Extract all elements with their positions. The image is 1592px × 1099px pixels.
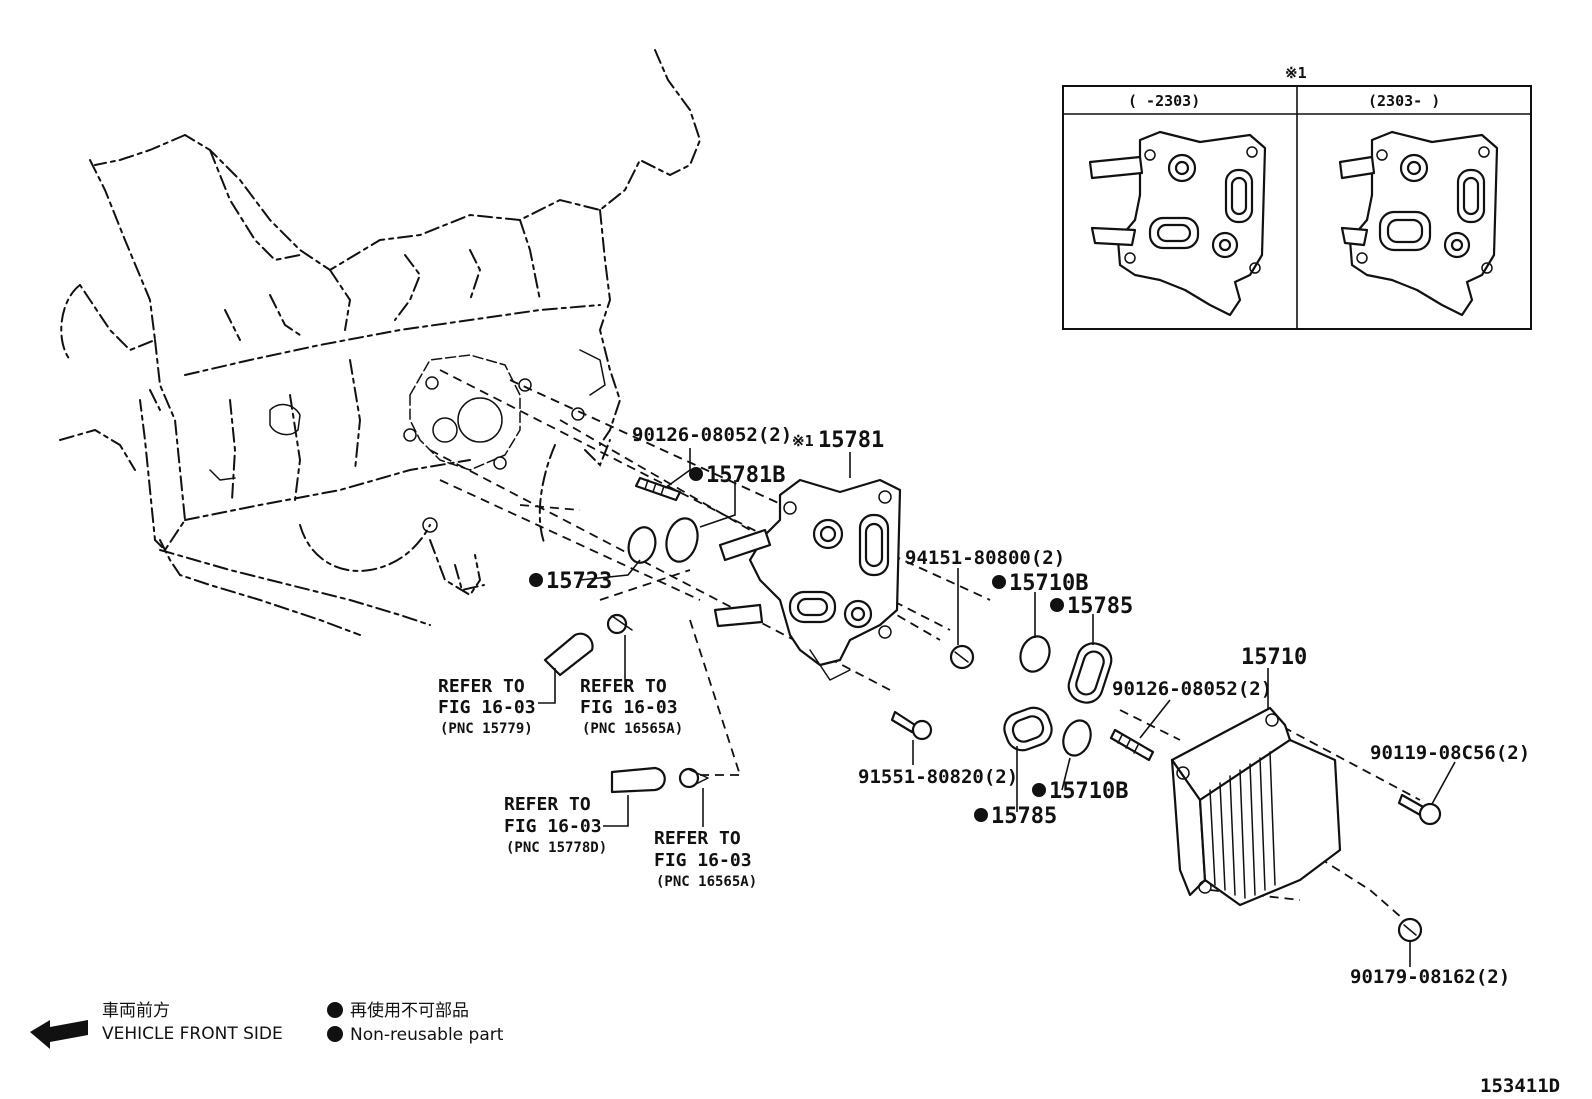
ref-3-line1: REFER TO — [504, 794, 591, 815]
gasket-15785-top — [1067, 642, 1113, 704]
legend: 車両前方 VEHICLE FRONT SIDE 再使用不可部品 Non-reus… — [30, 1000, 504, 1049]
label-15781-note-mark: ※1 — [792, 432, 814, 450]
label-90119: 90119-08C56(2) — [1370, 742, 1530, 764]
ref-4-line1: REFER TO — [654, 828, 741, 849]
label-15723: 15723 — [546, 569, 612, 594]
o-ring-15710B-top — [1019, 635, 1051, 673]
non-reusable-icon — [1032, 783, 1046, 797]
non-reusable-icon — [529, 573, 543, 587]
ref-4-line3: (PNC 16565A) — [656, 874, 757, 890]
label-90179: 90179-08162(2) — [1350, 966, 1510, 988]
label-15785-top: 15785 — [1067, 594, 1133, 619]
label-91551: 91551-80820(2) — [858, 766, 1018, 788]
ref-4-line2: FIG 16-03 — [654, 850, 752, 871]
legend-nonreuse-jp: 再使用不可部品 — [350, 1000, 469, 1021]
stud-90126-right — [1109, 728, 1155, 762]
o-ring-15781B — [665, 517, 699, 563]
label-15710: 15710 — [1241, 645, 1307, 670]
hose-15779 — [543, 632, 594, 677]
inset-col-right: (2303- ) — [1368, 92, 1440, 110]
label-90126-top: 90126-08052(2) — [632, 424, 792, 446]
bolt-90119 — [1397, 793, 1442, 826]
ref-1-line3: (PNC 15779) — [440, 721, 533, 737]
gasket-15785-bottom — [1003, 706, 1053, 752]
legend-front-en: VEHICLE FRONT SIDE — [102, 1024, 283, 1044]
inset-bracket-left — [1088, 130, 1267, 317]
clamp-16565A-bottom — [678, 767, 709, 789]
inset-col-left: ( -2303) — [1128, 92, 1200, 110]
part-15710-oil-cooler — [1170, 706, 1342, 907]
engine-block-outline — [59, 49, 702, 636]
bolt-91551 — [890, 710, 933, 741]
label-15785-bottom: 15785 — [991, 804, 1057, 829]
ref-2-line2: FIG 16-03 — [580, 697, 678, 718]
label-15710B-bottom: 15710B — [1049, 779, 1128, 804]
inset-bracket-right — [1338, 130, 1499, 317]
label-94151: 94151-80800(2) — [905, 547, 1065, 569]
ref-1-line1: REFER TO — [438, 676, 525, 697]
hose-15778D — [610, 766, 666, 794]
ref-2-line3: (PNC 16565A) — [582, 721, 683, 737]
label-15710B-top: 15710B — [1009, 571, 1088, 596]
part-15781-bracket — [713, 478, 902, 681]
bolt-94151 — [949, 644, 975, 670]
inset-note-mark: ※1 — [1285, 64, 1307, 82]
nut-90179 — [1397, 917, 1423, 943]
label-15781B: 15781B — [706, 463, 785, 488]
inset-box: ※1 ( -2303) (2303- ) — [1062, 64, 1532, 330]
arrow-left-icon — [30, 1020, 88, 1049]
ref-1-line2: FIG 16-03 — [438, 697, 536, 718]
non-reusable-icon — [992, 575, 1006, 589]
non-reusable-icon — [1050, 598, 1064, 612]
clamp-16565A-top — [606, 613, 633, 635]
figure-id: 153411D — [1480, 1075, 1560, 1097]
refer-to-labels: REFER TO FIG 16-03 (PNC 15779) REFER TO … — [438, 676, 757, 890]
non-reusable-icon — [689, 467, 703, 481]
o-ring-15710B-bottom — [1062, 719, 1092, 757]
label-90126-right: 90126-08052(2) — [1112, 678, 1272, 700]
leader-lines — [538, 448, 1456, 967]
ref-2-line1: REFER TO — [580, 676, 667, 697]
part-labels: 90126-08052(2) 15781B ※1 15781 15723 941… — [529, 424, 1530, 988]
filled-circle-icon — [327, 1002, 343, 1018]
legend-front-jp: 車両前方 — [102, 1001, 170, 1021]
non-reusable-icon — [974, 808, 988, 822]
o-ring-15723 — [627, 526, 657, 564]
label-15781: 15781 — [818, 428, 884, 453]
ref-3-line3: (PNC 15778D) — [506, 840, 607, 856]
filled-circle-icon — [327, 1026, 343, 1042]
ref-3-line2: FIG 16-03 — [504, 816, 602, 837]
legend-nonreuse-en: Non-reusable part — [350, 1025, 504, 1045]
